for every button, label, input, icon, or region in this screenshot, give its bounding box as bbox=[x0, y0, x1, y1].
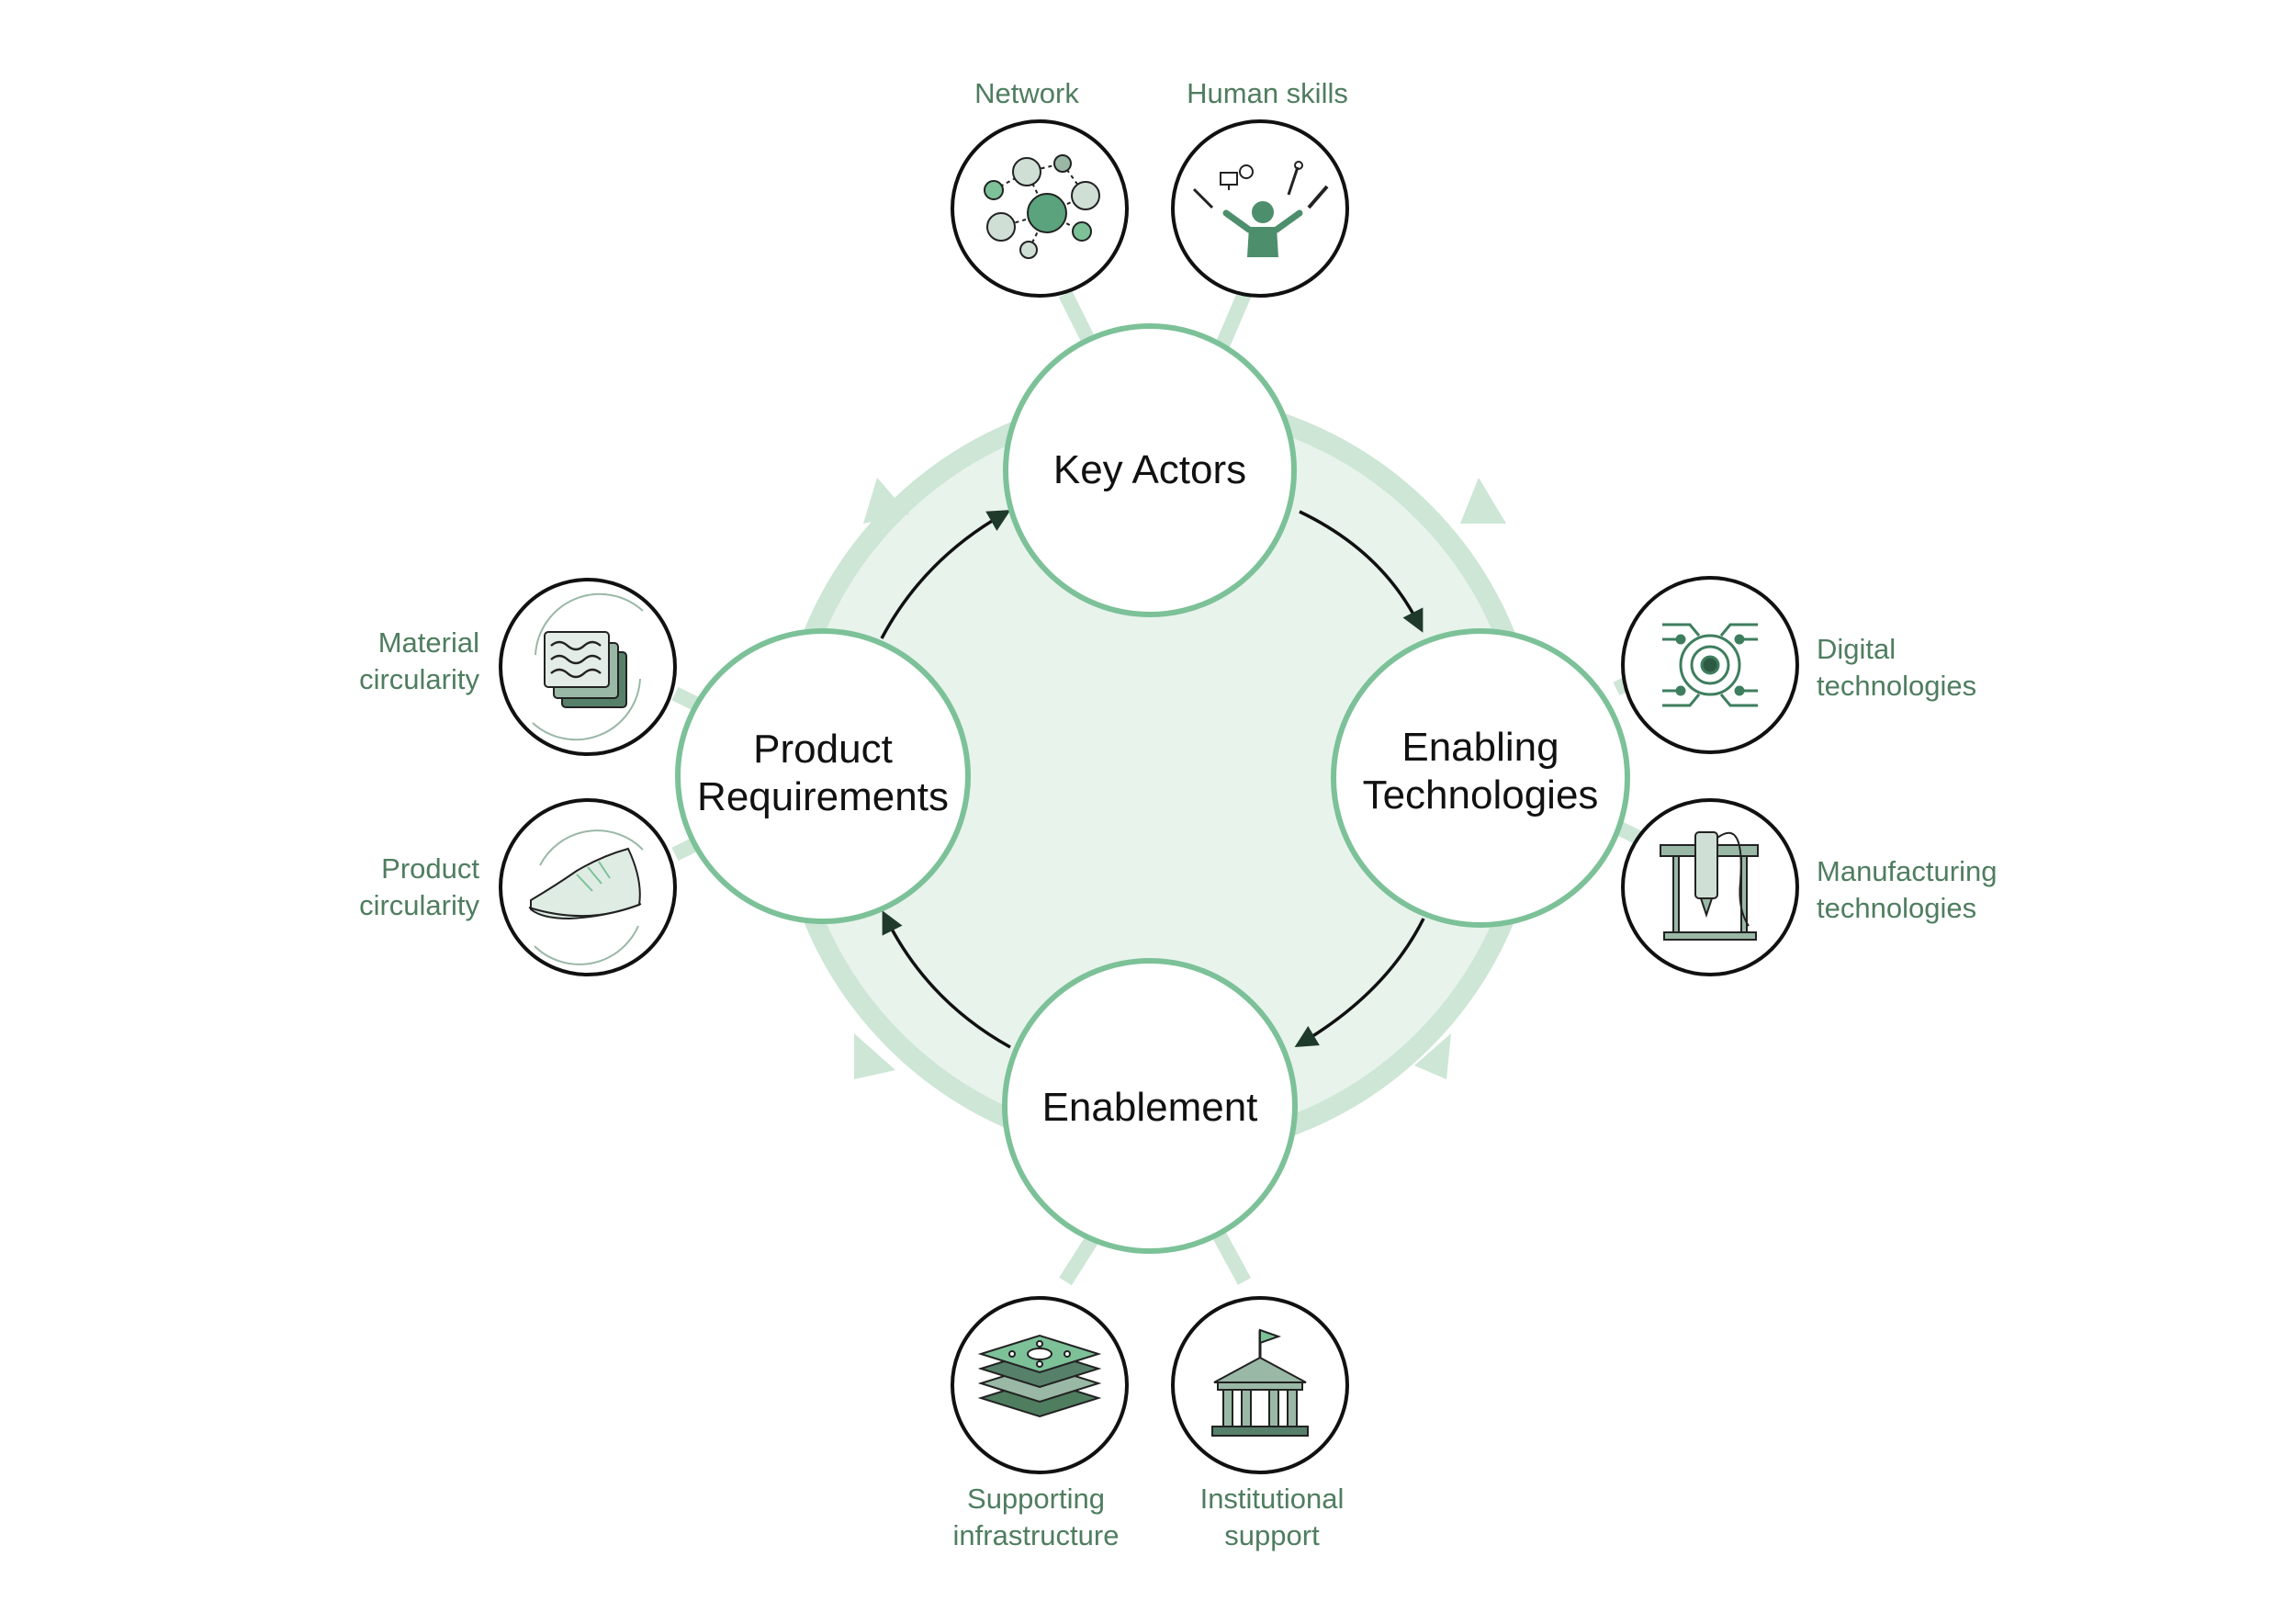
institutional-support-label-line1: Institutional bbox=[1200, 1483, 1345, 1515]
product-circularity-label-line2: circularity bbox=[359, 889, 479, 921]
supporting-infrastructure-label-line1: Supporting bbox=[967, 1483, 1105, 1515]
person-with-tools-icon bbox=[1192, 161, 1329, 257]
node-product-requirements-label-line2: Requirements bbox=[697, 774, 949, 819]
product-circularity-label-line1: Product bbox=[381, 852, 479, 885]
node-enabling-technologies-label-line2: Technologies bbox=[1363, 773, 1599, 818]
digital-technologies-label-line2: technologies bbox=[1817, 670, 1976, 702]
circuit-icon bbox=[1662, 623, 1758, 707]
node-enabling-technologies: Enabling Technologies bbox=[1331, 628, 1630, 928]
network-icon bbox=[984, 154, 1100, 259]
satellite-manufacturing-technologies: Manufacturing technologies bbox=[1621, 798, 1997, 976]
layers-icon bbox=[977, 1334, 1102, 1418]
cycle-arrows bbox=[880, 510, 1425, 1049]
ring-arrow-top-left bbox=[863, 478, 909, 524]
satellite-network: Network bbox=[951, 77, 1129, 298]
node-key-actors: Key Actors bbox=[1003, 323, 1297, 617]
satellite-institutional-support: Institutional support bbox=[1171, 1296, 1349, 1551]
node-enablement: Enablement bbox=[1002, 958, 1298, 1254]
ring-arrow-bottom-right bbox=[1414, 1033, 1451, 1079]
node-product-requirements: Product Requirements bbox=[675, 628, 971, 924]
sneaker-icon bbox=[528, 829, 644, 965]
digital-technologies-label-line1: Digital bbox=[1817, 633, 1896, 665]
satellite-product-circularity: Product circularity bbox=[359, 798, 677, 976]
node-key-actors-label: Key Actors bbox=[1053, 447, 1246, 492]
human-skills-label: Human skills bbox=[1187, 77, 1348, 109]
ring-arrow-top-right bbox=[1460, 478, 1506, 524]
manufacturing-technologies-label-line2: technologies bbox=[1817, 892, 1976, 924]
drill-press-icon bbox=[1660, 831, 1759, 941]
manufacturing-technologies-label-line1: Manufacturing bbox=[1817, 855, 1997, 887]
institutional-support-label-line2: support bbox=[1224, 1519, 1320, 1551]
institution-building-icon bbox=[1211, 1328, 1309, 1437]
satellite-material-circularity: Material circularity bbox=[359, 578, 677, 756]
node-product-requirements-label-line1: Product bbox=[753, 727, 893, 772]
material-circularity-label-line2: circularity bbox=[359, 663, 479, 695]
satellite-digital-technologies: Digital technologies bbox=[1621, 576, 1976, 754]
node-enabling-technologies-label-line1: Enabling bbox=[1401, 725, 1559, 770]
ring-arrow-bottom-left bbox=[854, 1033, 895, 1079]
material-circularity-label-line1: Material bbox=[378, 626, 479, 659]
satellite-human-skills: Human skills bbox=[1171, 77, 1349, 298]
satellite-supporting-infrastructure: Supporting infrastructure bbox=[951, 1296, 1129, 1551]
network-label: Network bbox=[974, 77, 1079, 109]
material-stack-icon bbox=[532, 592, 644, 741]
node-enablement-label: Enablement bbox=[1042, 1085, 1258, 1130]
supporting-infrastructure-label-line2: infrastructure bbox=[953, 1519, 1120, 1551]
